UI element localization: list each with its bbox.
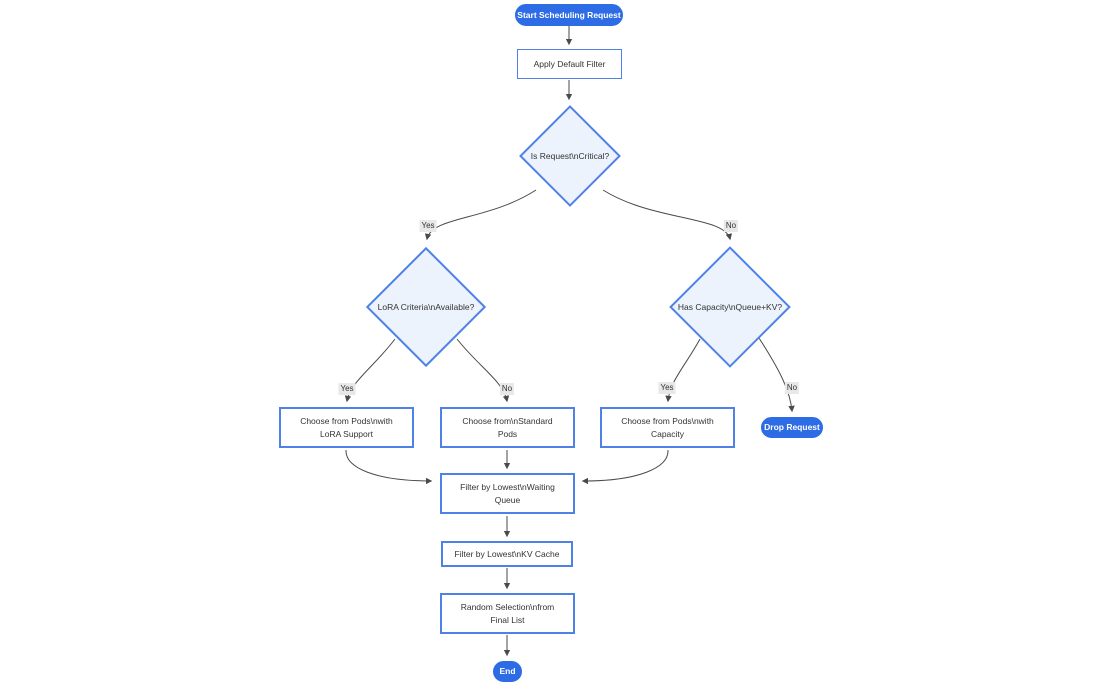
edge-capacity-no-to-drop bbox=[758, 337, 795, 413]
node-label: Filter by Lowest\nWaiting Queue bbox=[460, 481, 555, 507]
edge-label-capacity-no: No bbox=[784, 382, 800, 394]
node-label: Start Scheduling Request bbox=[517, 9, 621, 20]
choose-standard-pods-node: Choose from\nStandard Pods bbox=[440, 407, 575, 448]
edge-label-critical-no: No bbox=[723, 220, 739, 232]
filter-kv-cache-node: Filter by Lowest\nKV Cache bbox=[441, 541, 573, 567]
edge-capacity-yes-to-choose-capacity bbox=[665, 338, 701, 403]
node-label: Choose from\nStandard Pods bbox=[462, 415, 552, 441]
start-node: Start Scheduling Request bbox=[515, 4, 623, 26]
filter-waiting-queue-node: Filter by Lowest\nWaiting Queue bbox=[440, 473, 575, 514]
label-line: Queue bbox=[494, 494, 521, 505]
edge-is-critical-no-to-capacity bbox=[602, 189, 733, 241]
edge-label-lora-no: No bbox=[499, 383, 515, 395]
has-capacity-decision: Has Capacity\nQueue+KV? bbox=[669, 246, 791, 368]
node-label: Random Selection\nfrom Final List bbox=[461, 601, 555, 627]
lora-criteria-decision: LoRA Criteria\nAvailable? bbox=[365, 246, 487, 368]
is-request-critical-decision: Is Request\nCritical? bbox=[519, 105, 621, 207]
node-label: Has Capacity\nQueue+KV? bbox=[677, 302, 783, 312]
label-line: LoRA Support bbox=[320, 428, 373, 439]
node-label: Is Request\nCritical? bbox=[530, 151, 610, 161]
end-node: End bbox=[493, 661, 522, 682]
apply-default-filter-node: Apply Default Filter bbox=[517, 49, 622, 79]
label-line: Final List bbox=[490, 614, 525, 625]
node-label: End bbox=[499, 666, 516, 676]
node-label: LoRA Criteria\nAvailable? bbox=[377, 302, 475, 312]
edge-lora-yes-to-choose-lora bbox=[344, 338, 396, 403]
edge-lora-no-to-choose-standard bbox=[456, 338, 510, 403]
edge-is-critical-yes-to-lora bbox=[424, 189, 537, 241]
edge-label-lora-yes: Yes bbox=[338, 383, 356, 395]
node-label: Filter by Lowest\nKV Cache bbox=[454, 548, 560, 559]
label-line: Choose from Pods\nwith bbox=[621, 415, 714, 426]
edge-label-critical-yes: Yes bbox=[419, 220, 437, 232]
choose-lora-pods-node: Choose from Pods\nwith LoRA Support bbox=[279, 407, 414, 448]
random-selection-node: Random Selection\nfrom Final List bbox=[440, 593, 575, 634]
label-line: Choose from Pods\nwith bbox=[300, 415, 393, 426]
edge-label-capacity-yes: Yes bbox=[658, 382, 676, 394]
label-line: Filter by Lowest\nWaiting bbox=[460, 481, 555, 492]
label-line: Random Selection\nfrom bbox=[460, 601, 555, 612]
node-label: Choose from Pods\nwith Capacity bbox=[621, 415, 714, 441]
label-line: Choose from\nStandard bbox=[462, 415, 553, 426]
label-line: Capacity bbox=[650, 428, 685, 439]
edge-choose-capacity-to-filter-queue bbox=[581, 449, 669, 485]
drop-request-node: Drop Request bbox=[761, 417, 823, 438]
choose-capacity-pods-node: Choose from Pods\nwith Capacity bbox=[600, 407, 735, 448]
node-label: Drop Request bbox=[764, 422, 820, 432]
edge-choose-lora-to-filter-queue bbox=[345, 449, 433, 485]
node-label: Apply Default Filter bbox=[533, 58, 606, 69]
node-label: Choose from Pods\nwith LoRA Support bbox=[300, 415, 393, 441]
label-line: Pods bbox=[497, 428, 518, 439]
